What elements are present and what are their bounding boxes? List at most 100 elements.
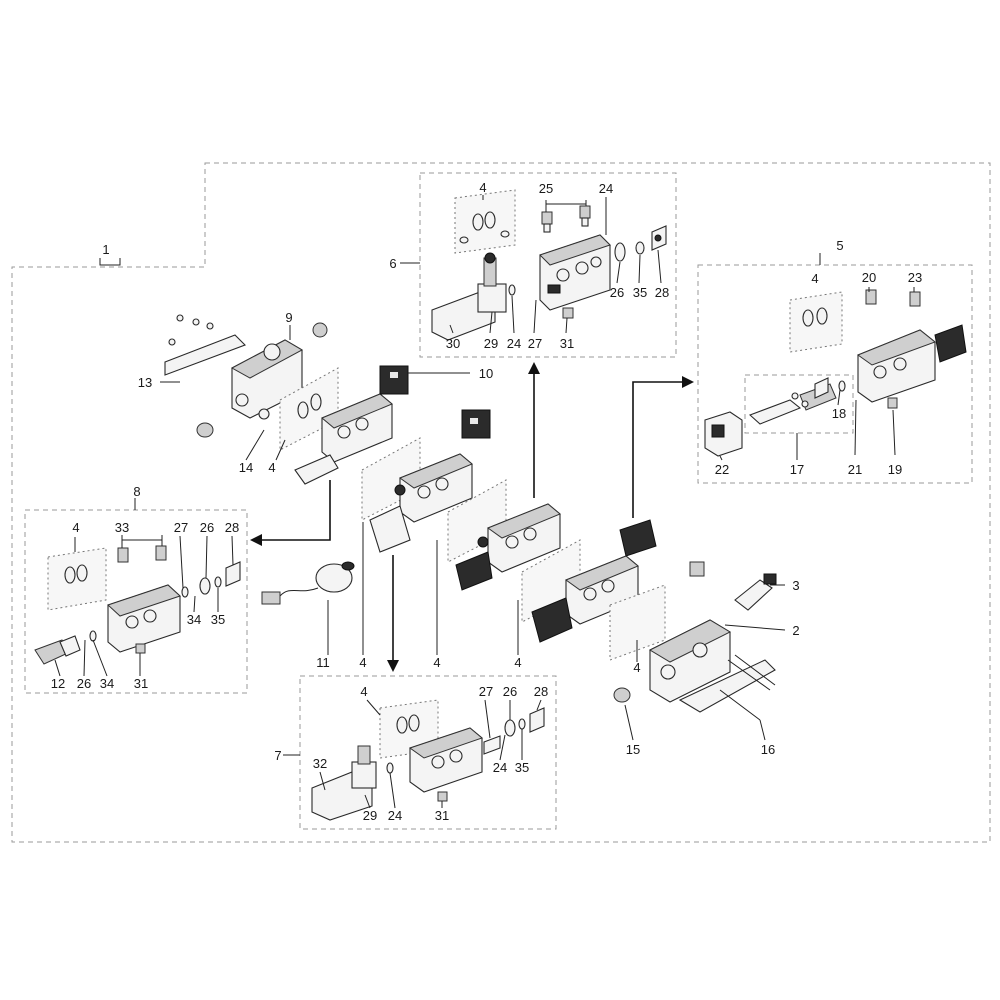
plug-part xyxy=(437,791,448,802)
gasket-part xyxy=(521,539,581,623)
callout-4: 4 xyxy=(268,460,275,475)
callout-24: 24 xyxy=(599,181,613,196)
callout-18: 18 xyxy=(832,406,846,421)
callout-19: 19 xyxy=(888,462,902,477)
plug-part xyxy=(541,205,591,233)
gasket-part xyxy=(789,291,843,353)
callout-9: 9 xyxy=(285,310,292,325)
gasket-part xyxy=(454,189,516,254)
callout-labels: 1 2 3 5 6 7 8 9 10 11 12 13 14 15 16 17 … xyxy=(51,180,922,823)
callout-4: 4 xyxy=(433,655,440,670)
callout-4: 4 xyxy=(359,655,366,670)
solenoid-coil-part xyxy=(379,365,409,395)
callout-27: 27 xyxy=(174,520,188,535)
spool-end-parts xyxy=(614,225,667,262)
callout-12: 12 xyxy=(51,676,65,691)
callout-4: 4 xyxy=(360,684,367,699)
solenoid-coil-part xyxy=(619,519,657,557)
callout-17: 17 xyxy=(790,462,804,477)
handle-adapter-part xyxy=(34,630,97,665)
callout-13: 13 xyxy=(138,375,152,390)
detail-box-5 xyxy=(697,264,973,484)
valve-section-body xyxy=(539,234,611,311)
valve-section-body xyxy=(856,329,937,403)
gasket-part xyxy=(47,547,107,611)
callout-24: 24 xyxy=(507,336,521,351)
callout-31: 31 xyxy=(560,336,574,351)
callout-5: 5 xyxy=(836,238,843,253)
valve-section-body xyxy=(408,727,484,793)
actuator-part xyxy=(311,745,394,821)
callout-7: 7 xyxy=(274,748,281,763)
callout-31: 31 xyxy=(134,676,148,691)
callout-28: 28 xyxy=(225,520,239,535)
gasket-part xyxy=(279,367,339,451)
gasket-part xyxy=(447,479,507,563)
cartridge-part xyxy=(748,377,846,425)
callout-27: 27 xyxy=(528,336,542,351)
callout-24: 24 xyxy=(388,808,402,823)
callout-35: 35 xyxy=(633,285,647,300)
detail-box-17 xyxy=(744,374,854,434)
callout-26: 26 xyxy=(200,520,214,535)
callout-21: 21 xyxy=(848,462,862,477)
detail-box-7 xyxy=(299,675,557,830)
solenoid-coil-part xyxy=(934,324,967,363)
valve-section-body xyxy=(369,453,473,553)
callout-26: 26 xyxy=(503,684,517,699)
callout-4: 4 xyxy=(811,271,818,286)
callout-34: 34 xyxy=(100,676,114,691)
spool-end-parts xyxy=(483,707,545,755)
solenoid-coil-part xyxy=(704,411,743,457)
callout-29: 29 xyxy=(363,808,377,823)
callout-14: 14 xyxy=(239,460,253,475)
leader-lines xyxy=(54,195,915,809)
callout-30: 30 xyxy=(446,336,460,351)
callout-11: 11 xyxy=(316,655,330,670)
solenoid-coil-part xyxy=(461,409,491,439)
sensor-part xyxy=(734,573,777,611)
plug-part xyxy=(562,307,574,319)
callout-23: 23 xyxy=(908,270,922,285)
callout-26: 26 xyxy=(610,285,624,300)
spool-end-parts xyxy=(181,561,241,598)
callout-4: 4 xyxy=(514,655,521,670)
callout-32: 32 xyxy=(313,756,327,771)
callout-4: 4 xyxy=(479,180,486,195)
plug-part xyxy=(865,289,921,409)
callout-16: 16 xyxy=(761,742,775,757)
callout-22: 22 xyxy=(715,462,729,477)
callout-27: 27 xyxy=(479,684,493,699)
callout-4: 4 xyxy=(72,520,79,535)
valve-section-body xyxy=(455,503,561,591)
callout-24: 24 xyxy=(493,760,507,775)
callout-8: 8 xyxy=(133,484,140,499)
gasket-part xyxy=(361,437,421,521)
flow-arrows xyxy=(250,362,694,672)
assembly-frame xyxy=(11,162,991,843)
callout-35: 35 xyxy=(515,760,529,775)
detail-box-6 xyxy=(419,172,677,358)
callout-1: 1 xyxy=(102,242,109,257)
callout-31: 31 xyxy=(435,808,449,823)
callout-25: 25 xyxy=(539,181,553,196)
callout-26: 26 xyxy=(77,676,91,691)
valve-section-body xyxy=(294,393,393,485)
callout-29: 29 xyxy=(484,336,498,351)
outlet-section-part xyxy=(609,561,776,721)
callout-33: 33 xyxy=(115,520,129,535)
callout-4: 4 xyxy=(633,660,640,675)
callout-35: 35 xyxy=(211,612,225,627)
valve-section-body xyxy=(107,584,181,653)
callout-28: 28 xyxy=(534,684,548,699)
callout-10: 10 xyxy=(479,366,493,381)
callout-28: 28 xyxy=(655,285,669,300)
detail-box-8 xyxy=(24,509,248,694)
callout-3: 3 xyxy=(792,578,799,593)
solenoid-cable-part xyxy=(261,561,355,605)
actuator-part xyxy=(431,252,516,341)
callout-2: 2 xyxy=(792,623,799,638)
callout-15: 15 xyxy=(626,742,640,757)
